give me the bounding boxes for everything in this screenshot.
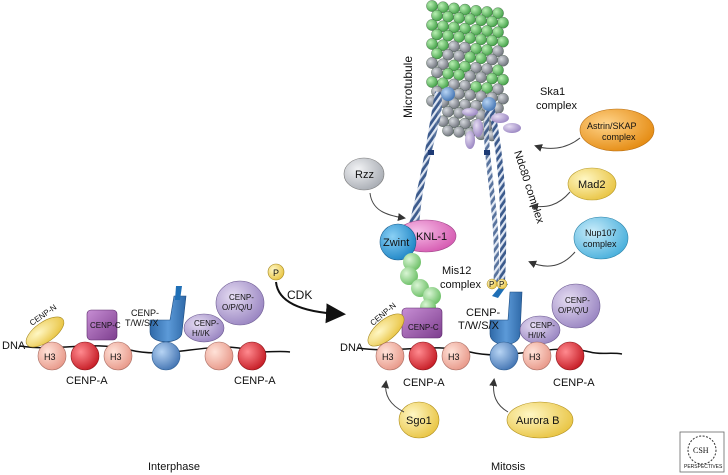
tubulin-subunit: [492, 45, 504, 57]
rzz-label: Rzz: [355, 169, 374, 181]
astrin-skap-arrow: [534, 137, 581, 152]
mitosis-chromatin: [357, 278, 623, 371]
interphase-cenpopqu-label-2: O/P/Q/U: [222, 303, 252, 312]
interphase-dna-label: DNA: [2, 340, 26, 352]
zwint-label: Zwint: [383, 237, 409, 249]
microtubule: [426, 0, 509, 142]
rzz-arrow: [369, 192, 406, 222]
aurora-b-label: Aurora B: [516, 415, 559, 427]
mitosis-dna-label: DNA: [340, 342, 364, 354]
knl1-label: KNL-1: [416, 231, 447, 243]
ndc80-complex: [407, 87, 507, 283]
sgo1-node: [398, 401, 440, 439]
csh-logo-text: CSH: [693, 446, 709, 455]
phosphate-badge: [267, 263, 285, 281]
mitosis-cenptwsx-label-2: T/W/S/X: [458, 320, 500, 332]
mitosis-phospho-label-1: P: [489, 280, 494, 289]
interphase-cenptwsx-label-2: T/W/S/X: [125, 318, 159, 328]
sgo1-label: Sgo1: [406, 415, 432, 427]
nup107-label-line2: complex: [583, 239, 617, 249]
tubulin-subunit: [497, 35, 509, 48]
interphase-h3-label-1: H3: [44, 352, 56, 362]
csh-logo-subtext: PERSPECTIVES: [684, 464, 723, 470]
tubulin-subunit: [492, 26, 504, 38]
tubulin-subunit: [497, 73, 509, 86]
mis12-complex: [400, 253, 441, 315]
mitosis-h3-label-1: H3: [382, 352, 394, 362]
interphase-cenpa-label-2: CENP-A: [234, 375, 276, 387]
ska1-label-line1: Ska1: [540, 86, 565, 98]
tubulin-subunit: [497, 54, 509, 67]
mitosis-caption: Mitosis: [491, 461, 526, 473]
mitosis-cenpa-label-2: CENP-A: [553, 377, 595, 389]
phosphate-label: P: [273, 268, 279, 278]
aurora-b-node: [506, 401, 574, 439]
cdk-label: CDK: [287, 288, 312, 302]
astrin-skap-label-line2: complex: [602, 132, 636, 142]
mitosis-cenpa-label-1: CENP-A: [403, 377, 445, 389]
nup107-node: [573, 216, 629, 260]
mitosis-phospho-label-2: P: [499, 280, 504, 289]
interphase-cenpa-label-1: CENP-A: [66, 375, 108, 387]
mad2-arrow: [530, 191, 571, 211]
tubulin-subunit: [492, 83, 504, 95]
ska1-label-line2: complex: [536, 100, 577, 112]
tubulin-subunit: [453, 126, 465, 138]
interphase-cenpopqu-label-1: CENP-: [229, 293, 254, 302]
csh-perspectives-logo: CSH PERSPECTIVES: [679, 431, 725, 473]
zwint-node: [379, 223, 417, 261]
astrin-skap-label-line1: Astrin/SKAP: [587, 121, 637, 131]
mitosis-h3-label-2: H3: [448, 352, 460, 362]
mitosis-h3-label-3: H3: [529, 352, 541, 362]
mitosis-cenphik-label-2: H/I/K: [528, 331, 546, 340]
aurora-b-arrow: [489, 378, 509, 413]
tubulin-subunit: [492, 64, 504, 76]
interphase-cenphik-label-1: CENP-: [194, 319, 219, 328]
tubulin-subunit: [497, 16, 509, 29]
interphase-h3-label-2: H3: [110, 352, 122, 362]
mad2-node: [567, 167, 617, 201]
ska1-complex: [462, 108, 521, 149]
mis12-label-line2: complex: [440, 279, 481, 291]
mad2-label: Mad2: [578, 179, 606, 191]
nup107-arrow: [528, 251, 576, 269]
mitosis-cenpc-label: CENP-C: [408, 323, 439, 332]
interphase-cenpc-label: CENP-C: [90, 321, 121, 330]
mis12-label-line1: Mis12: [442, 265, 471, 277]
interphase-cenphik-label-2: H/I/K: [192, 329, 210, 338]
interphase-caption: Interphase: [148, 461, 200, 473]
astrin-skap-node: [579, 108, 655, 152]
ndc80-label: Ndc80 complex: [511, 149, 546, 225]
microtubule-label: Microtubule: [401, 56, 415, 118]
nup107-label-line1: Nup107: [585, 228, 617, 238]
interphase-chromatin: [19, 280, 291, 371]
tubulin-subunit: [497, 92, 509, 105]
tubulin-subunit: [442, 124, 454, 137]
mitosis-cenpopqu-label-2: O/P/Q/U: [558, 306, 588, 315]
mitosis-cenptwsx-label-1: CENP-: [466, 307, 501, 319]
sgo1-arrow: [381, 380, 405, 413]
mitosis-cenpopqu-label-1: CENP-: [565, 296, 590, 305]
tubulin-subunit: [492, 7, 504, 19]
cdk-arrow: [275, 281, 346, 324]
mitosis-cenphik-label-1: CENP-: [530, 321, 555, 330]
rzz-node: [343, 157, 385, 191]
interphase-cenptwsx-label-1: CENP-: [131, 308, 159, 318]
